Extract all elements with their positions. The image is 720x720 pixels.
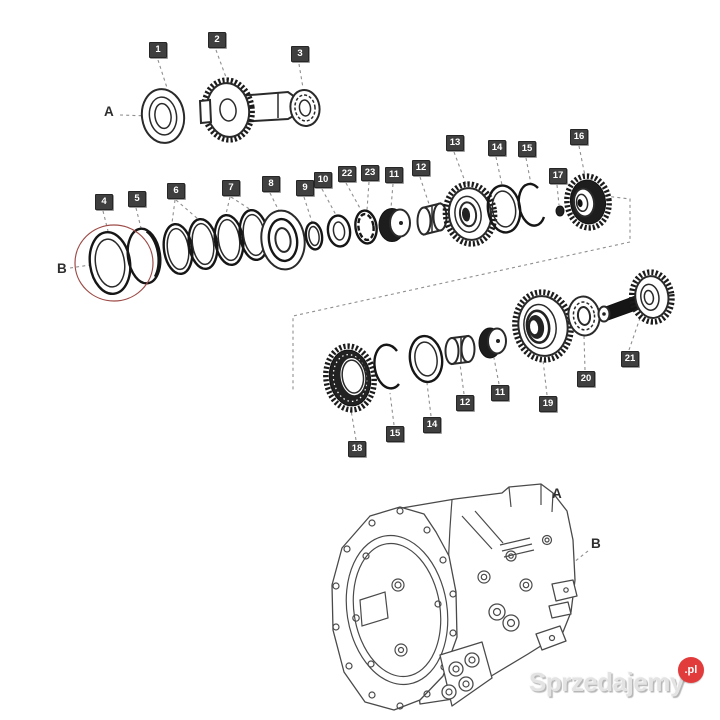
part-15-snap-ring: [517, 182, 546, 227]
part-label-9: 9: [296, 180, 314, 196]
part-label-23: 23: [361, 165, 379, 181]
part-9-ring: [304, 221, 324, 251]
flange-bolt-holes: [332, 507, 457, 710]
part-6-blocker-rings: [162, 217, 219, 276]
part-label-10: 10: [314, 172, 332, 188]
watermark-brand-text: Sprzedajemy: [529, 667, 684, 697]
part-label-5: 5: [128, 191, 146, 207]
part-label-20: 20: [577, 371, 595, 387]
part-2-gear-shaft: [198, 77, 296, 143]
part-12-sleeve: [416, 202, 448, 236]
part-label-7: 7: [222, 180, 240, 196]
part-8-bearing: [260, 209, 306, 271]
part-22-23-snap-ring: [354, 209, 378, 245]
watermark: Sprzedajemy .pl: [529, 657, 704, 698]
part-19-gear: [512, 289, 574, 363]
part-14-synchro-ring-lower: [408, 334, 444, 384]
part-label-12: 12: [412, 160, 430, 176]
part-label-18: 18: [348, 441, 366, 457]
part-label-14: 14: [488, 140, 506, 156]
part-label-19: 19: [539, 396, 557, 412]
reference-letter-a-top: A: [104, 104, 114, 119]
part-16-gear-assembly: [564, 173, 612, 231]
part-21-shaft: [597, 269, 675, 325]
part-1-bearing: [140, 88, 186, 144]
part-label-8: 8: [262, 176, 280, 192]
reference-letter-b-mid: B: [57, 261, 67, 276]
part-label-11: 11: [385, 167, 403, 183]
part-label-22: 22: [338, 166, 356, 182]
highlight-circle: [74, 224, 154, 302]
part-label-14-lower: 14: [423, 417, 441, 433]
part-11-hub-lower: [478, 327, 507, 359]
part-4-seal-ring: [88, 230, 132, 296]
part-12-sleeve-lower: [444, 334, 476, 366]
reference-letter-a-bottom: A: [552, 486, 562, 501]
part-17-roller: [555, 205, 565, 217]
part-3-bearing: [289, 89, 321, 127]
part-label-11-lower: 11: [491, 385, 509, 401]
part-label-1: 1: [149, 42, 167, 58]
part-11-hub: [378, 208, 411, 242]
part-label-4: 4: [95, 194, 113, 210]
part-label-21: 21: [621, 351, 639, 367]
watermark-pl-badge: .pl: [677, 657, 704, 683]
part-label-3: 3: [291, 46, 309, 62]
part-15-snap-ring-lower: [373, 343, 400, 390]
part-label-13: 13: [446, 135, 464, 151]
part-10-ring: [326, 214, 352, 248]
part-13-gear: [442, 181, 498, 247]
gearbox-housing: [331, 483, 578, 711]
part-5-ring: [126, 227, 162, 285]
part-label-2: 2: [208, 32, 226, 48]
part-label-15-lower: 15: [386, 426, 404, 442]
part-label-16: 16: [570, 129, 588, 145]
part-label-6: 6: [167, 183, 185, 199]
part-label-15: 15: [518, 141, 536, 157]
reference-letter-b-bottom: B: [591, 536, 601, 551]
part-label-17: 17: [549, 168, 567, 184]
part-18-synchro-hub: [323, 343, 377, 413]
part-label-12-lower: 12: [456, 395, 474, 411]
